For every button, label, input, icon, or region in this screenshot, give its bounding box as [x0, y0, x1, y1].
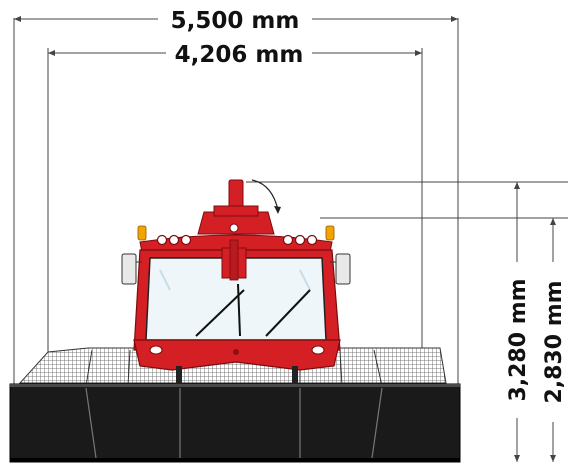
front-emblem — [233, 349, 239, 355]
overall-width-label: 5,500 mm — [171, 8, 300, 34]
left-beacon-lamp — [137, 225, 147, 241]
height-cab-label: 2,830 mm — [542, 280, 567, 403]
right-beacon-lamp — [325, 225, 335, 241]
beacon-mast — [197, 179, 281, 235]
chassis-legs — [176, 366, 298, 384]
front-bumper — [133, 339, 341, 371]
side-mirrors — [121, 253, 351, 285]
center-pillar — [221, 223, 247, 281]
track-base — [9, 383, 461, 463]
headlights — [149, 345, 325, 355]
windshield-reflections — [159, 269, 311, 291]
height-beacon-label: 3,280 mm — [506, 278, 531, 401]
dimension-heights — [246, 181, 568, 462]
track-width-label: 4,206 mm — [175, 42, 304, 68]
dimension-track-width — [47, 48, 423, 372]
wipers — [195, 283, 311, 337]
